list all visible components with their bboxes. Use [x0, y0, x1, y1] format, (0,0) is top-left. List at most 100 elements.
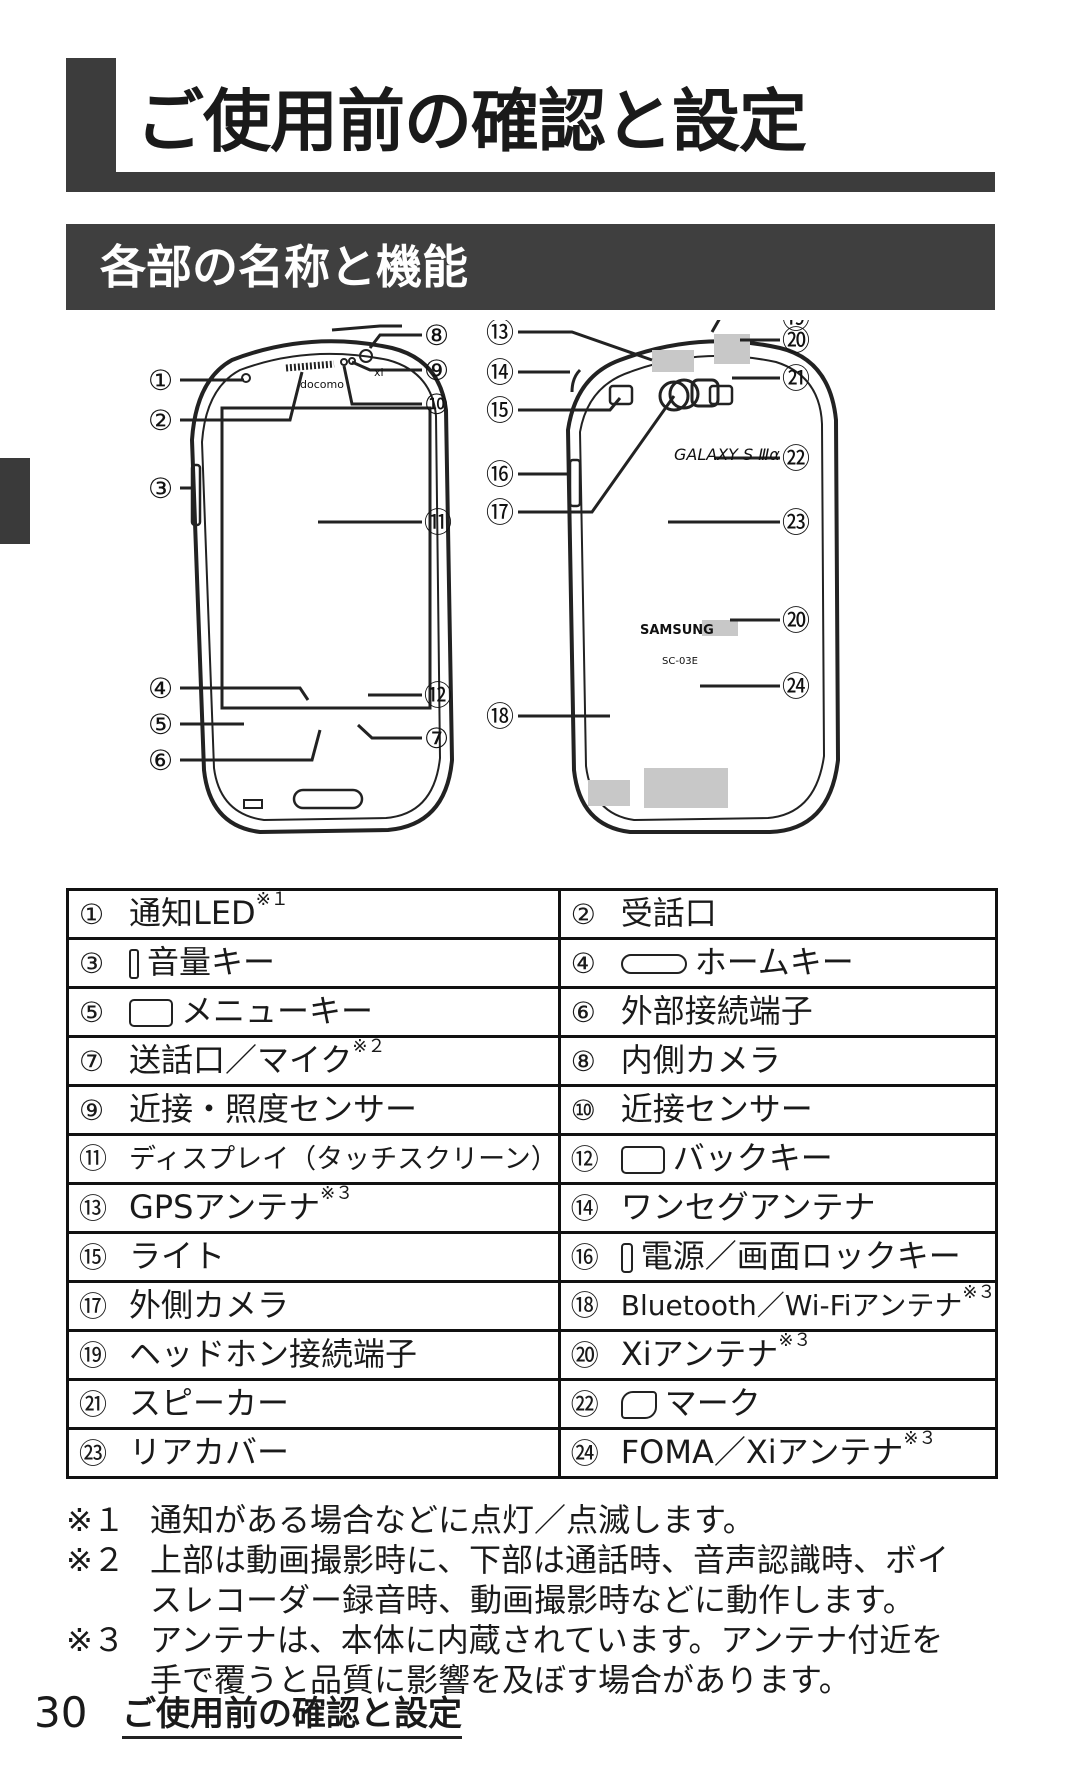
item-label: バックキー	[672, 1139, 833, 1177]
footnote-mark: ※１	[255, 889, 289, 910]
callout-13: ⑬	[486, 320, 514, 349]
chapter-side-tab	[0, 458, 30, 544]
section-header-bar	[66, 224, 995, 310]
volume-key-icon	[129, 949, 139, 979]
back-key-icon	[620, 1146, 665, 1174]
item-label: スピーカー	[129, 1384, 290, 1422]
footnote-3-cont: 手で覆うと品質に影響を及ぼす場合があります。	[66, 1660, 949, 1700]
front-brand-label: docomo	[300, 378, 344, 391]
callout-20: ⑳	[782, 324, 810, 357]
item-label: ヘッドホン接続端子	[129, 1335, 418, 1373]
footnote-marker: ※１	[66, 1501, 125, 1539]
back-leader-lines	[518, 320, 780, 718]
callout-24: ㉔	[782, 670, 810, 703]
item-label: 通知LED	[129, 894, 256, 932]
footnote-2-cont: スレコーダー録音時、動画撮影時などに動作します。	[66, 1580, 949, 1620]
item-label: 外部接続端子	[620, 992, 813, 1030]
table-cell: ⑪ ディスプレイ（タッチスクリーン）	[66, 1133, 561, 1185]
item-number: ⑰	[79, 1290, 108, 1323]
front-phone-illustration	[189, 339, 455, 835]
back-model-label: SC-03E	[662, 656, 698, 667]
item-label: FOMA／Xiアンテナ	[620, 1433, 904, 1471]
callout-14: ⑭	[486, 356, 514, 389]
item-number: ①	[79, 898, 105, 931]
item-label: Xiアンテナ	[620, 1335, 779, 1373]
item-number: ⑮	[79, 1241, 108, 1274]
footnote-mark: ※３	[962, 1282, 996, 1303]
back-phone-illustration	[565, 339, 841, 834]
footnote-mark: ※３	[903, 1428, 937, 1449]
callout-10: ⑩	[424, 388, 449, 421]
menu-key-icon	[129, 999, 173, 1027]
item-number: ⑤	[79, 996, 105, 1029]
item-number: ⑲	[79, 1339, 108, 1372]
page-number: 30	[34, 1688, 88, 1737]
footnote-1: ※１ 通知がある場合などに点灯／点滅します。	[66, 1500, 949, 1540]
front-xi-label: xi	[374, 366, 384, 379]
callout-23: ㉓	[782, 506, 810, 539]
item-number: ㉒	[570, 1388, 599, 1421]
table-cell: ㉔ FOMA／Xiアンテナ※３	[557, 1427, 999, 1479]
callout-19: ⑲	[782, 320, 810, 335]
footnote-text: アンテナは、本体に内蔵されています。アンテナ付近を	[150, 1621, 944, 1659]
item-number: ⑯	[570, 1241, 599, 1274]
power-key-icon	[620, 1243, 633, 1273]
callout-8: ⑧	[424, 320, 449, 352]
footnote-mark: ※３	[320, 1183, 354, 1204]
footnote-marker: ※２	[66, 1541, 125, 1579]
table-cell: ① 通知LED※１	[66, 888, 561, 940]
item-number: ㉔	[570, 1437, 599, 1470]
callout-15: ⑮	[486, 394, 514, 427]
footnote-text: 通知がある場合などに点灯／点滅します。	[150, 1501, 755, 1539]
table-row: ⑲ ヘッドホン接続端子 ⑳ Xiアンテナ※３	[66, 1329, 999, 1381]
item-number: ⑳	[570, 1339, 599, 1372]
table-cell: ⑳ Xiアンテナ※３	[557, 1329, 999, 1381]
item-label: ワンセグアンテナ	[620, 1188, 876, 1226]
callout-17: ⑰	[486, 496, 514, 529]
item-number: ⑩	[570, 1094, 596, 1127]
phone-diagram: ⑦ ① ② ③ ④ ⑤ ⑥ ⑧ ⑨ ⑩ ⑪ ⑫ ⑦ docomo xi	[148, 320, 841, 835]
callout-4: ④	[148, 672, 173, 705]
item-number: ⑨	[79, 1094, 105, 1127]
front-leader-lines	[180, 324, 422, 762]
item-number: ⑪	[79, 1141, 108, 1175]
footnote-text: 手で覆うと品質に影響を及ぼす場合があります。	[150, 1661, 851, 1699]
item-label: 音量キー	[147, 943, 276, 981]
callout-7b: ⑦	[424, 722, 449, 755]
callout-18: ⑱	[486, 700, 514, 733]
title-bar-accent	[66, 58, 116, 192]
item-number: ⑦	[79, 1045, 105, 1078]
item-number: ㉑	[79, 1388, 108, 1421]
felica-mark-icon	[620, 1391, 657, 1419]
back-brand-logo: SAMSUNG	[640, 623, 714, 638]
back-callouts: ⑬ ⑭ ⑮ ⑯ ⑰ ⑱ ⑲ ⑳ ㉑ ㉒ ㉓ ⑳ ㉔ GALAXY S Ⅲα SA…	[486, 320, 810, 733]
item-label: 電源／画面ロックキー	[640, 1237, 961, 1275]
item-number: ⑫	[570, 1143, 599, 1176]
item-label: 近接・照度センサー	[129, 1090, 418, 1128]
item-label: ライト	[129, 1237, 226, 1275]
footnote-mark: ※３	[778, 1330, 812, 1351]
item-label: Bluetooth／Wi-Fiアンテナ	[620, 1289, 963, 1322]
item-label: ディスプレイ（タッチスクリーン）	[129, 1143, 558, 1175]
item-number: ⑱	[570, 1289, 599, 1322]
back-galaxy-logo: GALAXY S Ⅲα	[674, 445, 780, 464]
table-cell: ⑲ ヘッドホン接続端子	[66, 1329, 561, 1381]
front-callouts: ⑦ ① ② ③ ④ ⑤ ⑥ ⑧ ⑨ ⑩ ⑪ ⑫ ⑦ docomo xi	[148, 320, 452, 777]
table-cell: ⑯ 電源／画面ロックキー	[557, 1231, 999, 1283]
item-number: ③	[79, 947, 105, 980]
footnote-text: スレコーダー録音時、動画撮影時などに動作します。	[150, 1581, 915, 1619]
